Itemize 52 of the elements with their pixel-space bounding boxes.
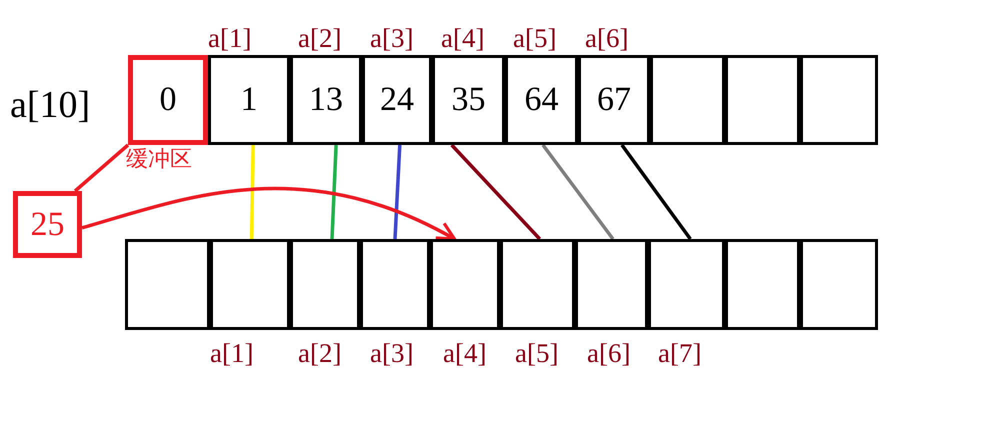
value-box xyxy=(13,191,82,258)
connector-line xyxy=(450,144,542,240)
array-cell xyxy=(725,239,800,330)
array-cell xyxy=(500,239,575,330)
arrow xyxy=(82,186,456,241)
array-cell xyxy=(800,239,878,330)
cell-value: 35 xyxy=(452,81,486,119)
array-cell xyxy=(432,55,505,145)
array-cell xyxy=(800,55,878,145)
connector-line xyxy=(620,144,692,240)
index-label: a[7] xyxy=(658,340,702,367)
array-cell xyxy=(125,239,210,330)
index-label: a[4] xyxy=(441,25,484,52)
index-label: a[5] xyxy=(513,25,556,52)
array-cell xyxy=(290,55,362,145)
array-cell xyxy=(575,239,648,330)
index-label: a[6] xyxy=(585,25,628,52)
connector-line xyxy=(74,144,130,192)
array-cell xyxy=(578,55,650,145)
array-cell xyxy=(430,239,500,330)
array-name: a[10] xyxy=(10,86,90,124)
array-cell xyxy=(210,239,290,330)
array-cell xyxy=(650,55,725,145)
array-cell xyxy=(208,55,290,145)
buffer-cell xyxy=(128,55,208,145)
index-label: a[1] xyxy=(208,25,252,52)
index-label: a[1] xyxy=(210,340,254,367)
cell-value: 0 xyxy=(160,81,176,119)
array-cell xyxy=(725,55,800,145)
connector-line xyxy=(393,144,402,240)
cell-value: 24 xyxy=(380,81,414,119)
index-label: a[3] xyxy=(370,340,414,367)
cell-value: 1 xyxy=(240,81,258,119)
connector-line xyxy=(542,144,614,240)
index-label: a[3] xyxy=(370,25,414,52)
array-cell xyxy=(648,239,725,330)
array-cell xyxy=(362,55,432,145)
index-label: a[5] xyxy=(515,340,558,367)
cell-value: 64 xyxy=(524,81,558,119)
cell-value: 25 xyxy=(30,206,64,244)
index-label: a[4] xyxy=(443,340,486,367)
buffer-caption: 缓冲区 xyxy=(126,148,192,170)
cell-value: 13 xyxy=(309,81,343,119)
index-label: a[2] xyxy=(298,340,342,367)
array-cell xyxy=(290,239,360,330)
connector-line xyxy=(330,144,338,240)
cell-value: 67 xyxy=(597,81,631,119)
index-label: a[2] xyxy=(298,25,342,52)
array-cell xyxy=(360,239,430,330)
index-label: a[6] xyxy=(587,340,630,367)
array-cell xyxy=(505,55,578,145)
connector-line xyxy=(250,144,255,240)
